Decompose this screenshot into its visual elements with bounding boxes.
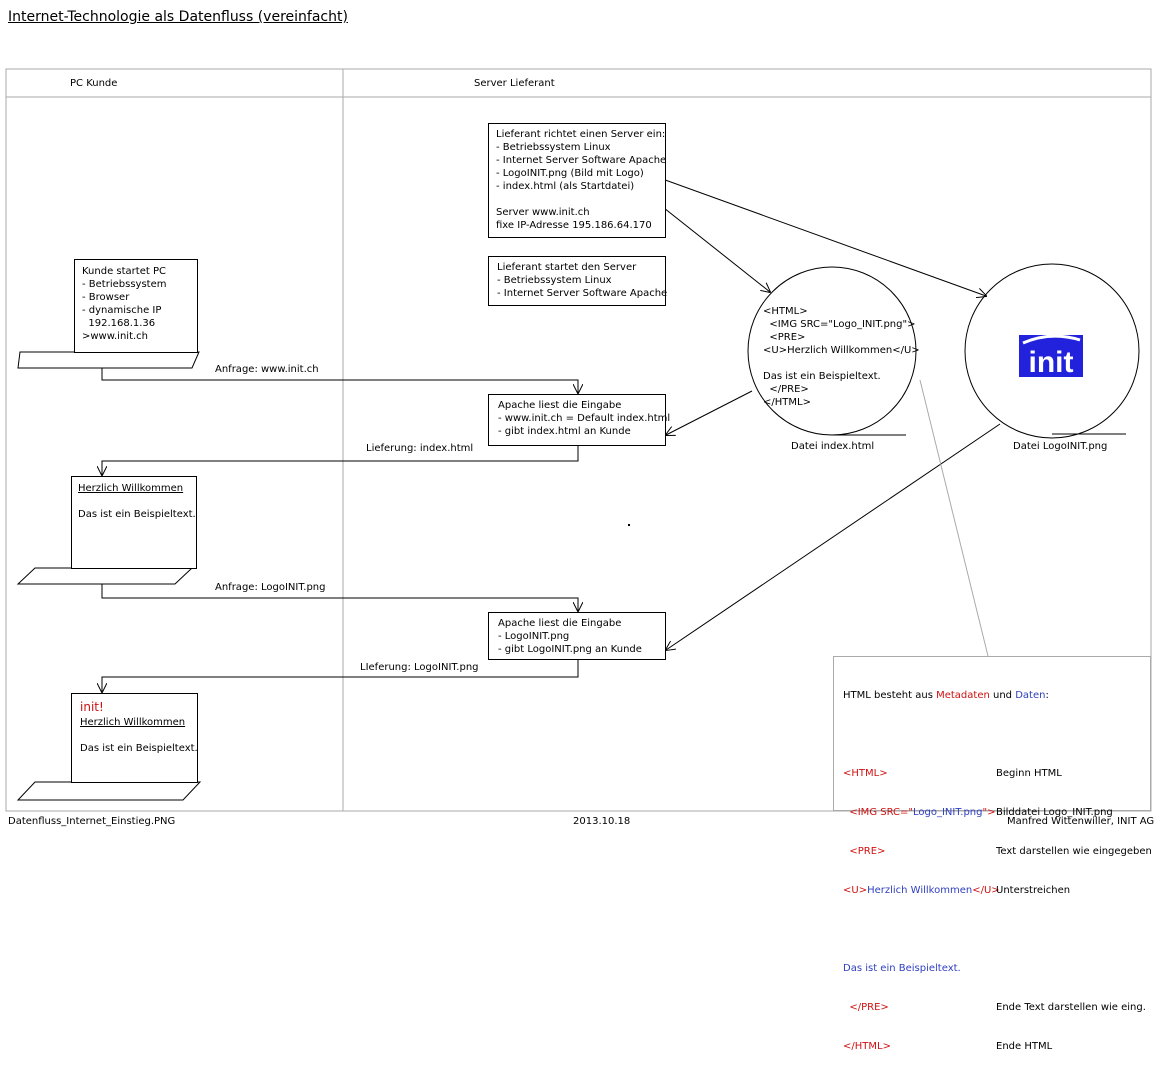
page-title: Internet-Technologie als Datenfluss (ver… <box>8 9 348 25</box>
apache2-box: Apache liest die Eingabe- LogoINIT.png- … <box>488 612 666 660</box>
footer-date: 2013.10.18 <box>573 816 631 827</box>
footer-author: Manfred Wittenwiller, INIT AG <box>1007 816 1155 827</box>
diagram-canvas: init <box>5 68 1152 812</box>
footer-filename: Datenfluss_Internet_Einstieg.PNG <box>8 816 176 827</box>
request2-arrow <box>101 584 578 611</box>
logo-to-apache-arrow <box>666 423 1001 650</box>
logo-image-text: init <box>1029 346 1074 379</box>
request1-arrow <box>101 368 578 393</box>
file-index-caption: Datei index.html <box>791 441 875 452</box>
frame <box>5 68 1152 812</box>
pc3-base <box>16 781 202 801</box>
server-start-box: Lieferant startet den Server- Betriebssy… <box>488 256 667 306</box>
column-server-label: Server Lieferant <box>474 78 555 89</box>
legend-box: HTML besteht aus Metadaten und Daten: <H… <box>833 656 1152 1052</box>
request2-label: Anfrage: LogoINIT.png <box>215 582 326 593</box>
column-client-label: PC Kunde <box>70 78 118 89</box>
page1-box: Herzlich Willkommen Das ist ein Beispiel… <box>71 476 197 569</box>
page2-box: init!Herzlich Willkommen Das ist ein Bei… <box>71 693 198 783</box>
server-setup-box: Lieferant richtet einen Server ein:- Bet… <box>488 123 666 238</box>
delivery2-label: LIeferung: LogoINIT.png <box>360 662 479 673</box>
apache1-box: Apache liest die Eingabe- www.init.ch = … <box>488 394 670 446</box>
pc2-base <box>16 567 194 585</box>
request1-label: Anfrage: www.init.ch <box>215 364 319 375</box>
page2-logo: init! <box>80 700 104 714</box>
legend-pointer <box>919 379 989 657</box>
pc1-base <box>17 351 200 369</box>
file-index-content: <HTML> <IMG SRC="Logo_INIT.png"> <PRE><U… <box>763 306 920 408</box>
delivery2-arrow <box>102 660 579 692</box>
index-to-apache-arrow <box>666 390 753 435</box>
delivery1-arrow <box>102 446 579 475</box>
delivery1-label: Lieferung: index.html <box>366 443 474 454</box>
client-start-box: Kunde startet PC- Betriebssystem- Browse… <box>74 259 198 353</box>
file-logo-caption: Datei LogoINIT.png <box>1013 441 1108 452</box>
